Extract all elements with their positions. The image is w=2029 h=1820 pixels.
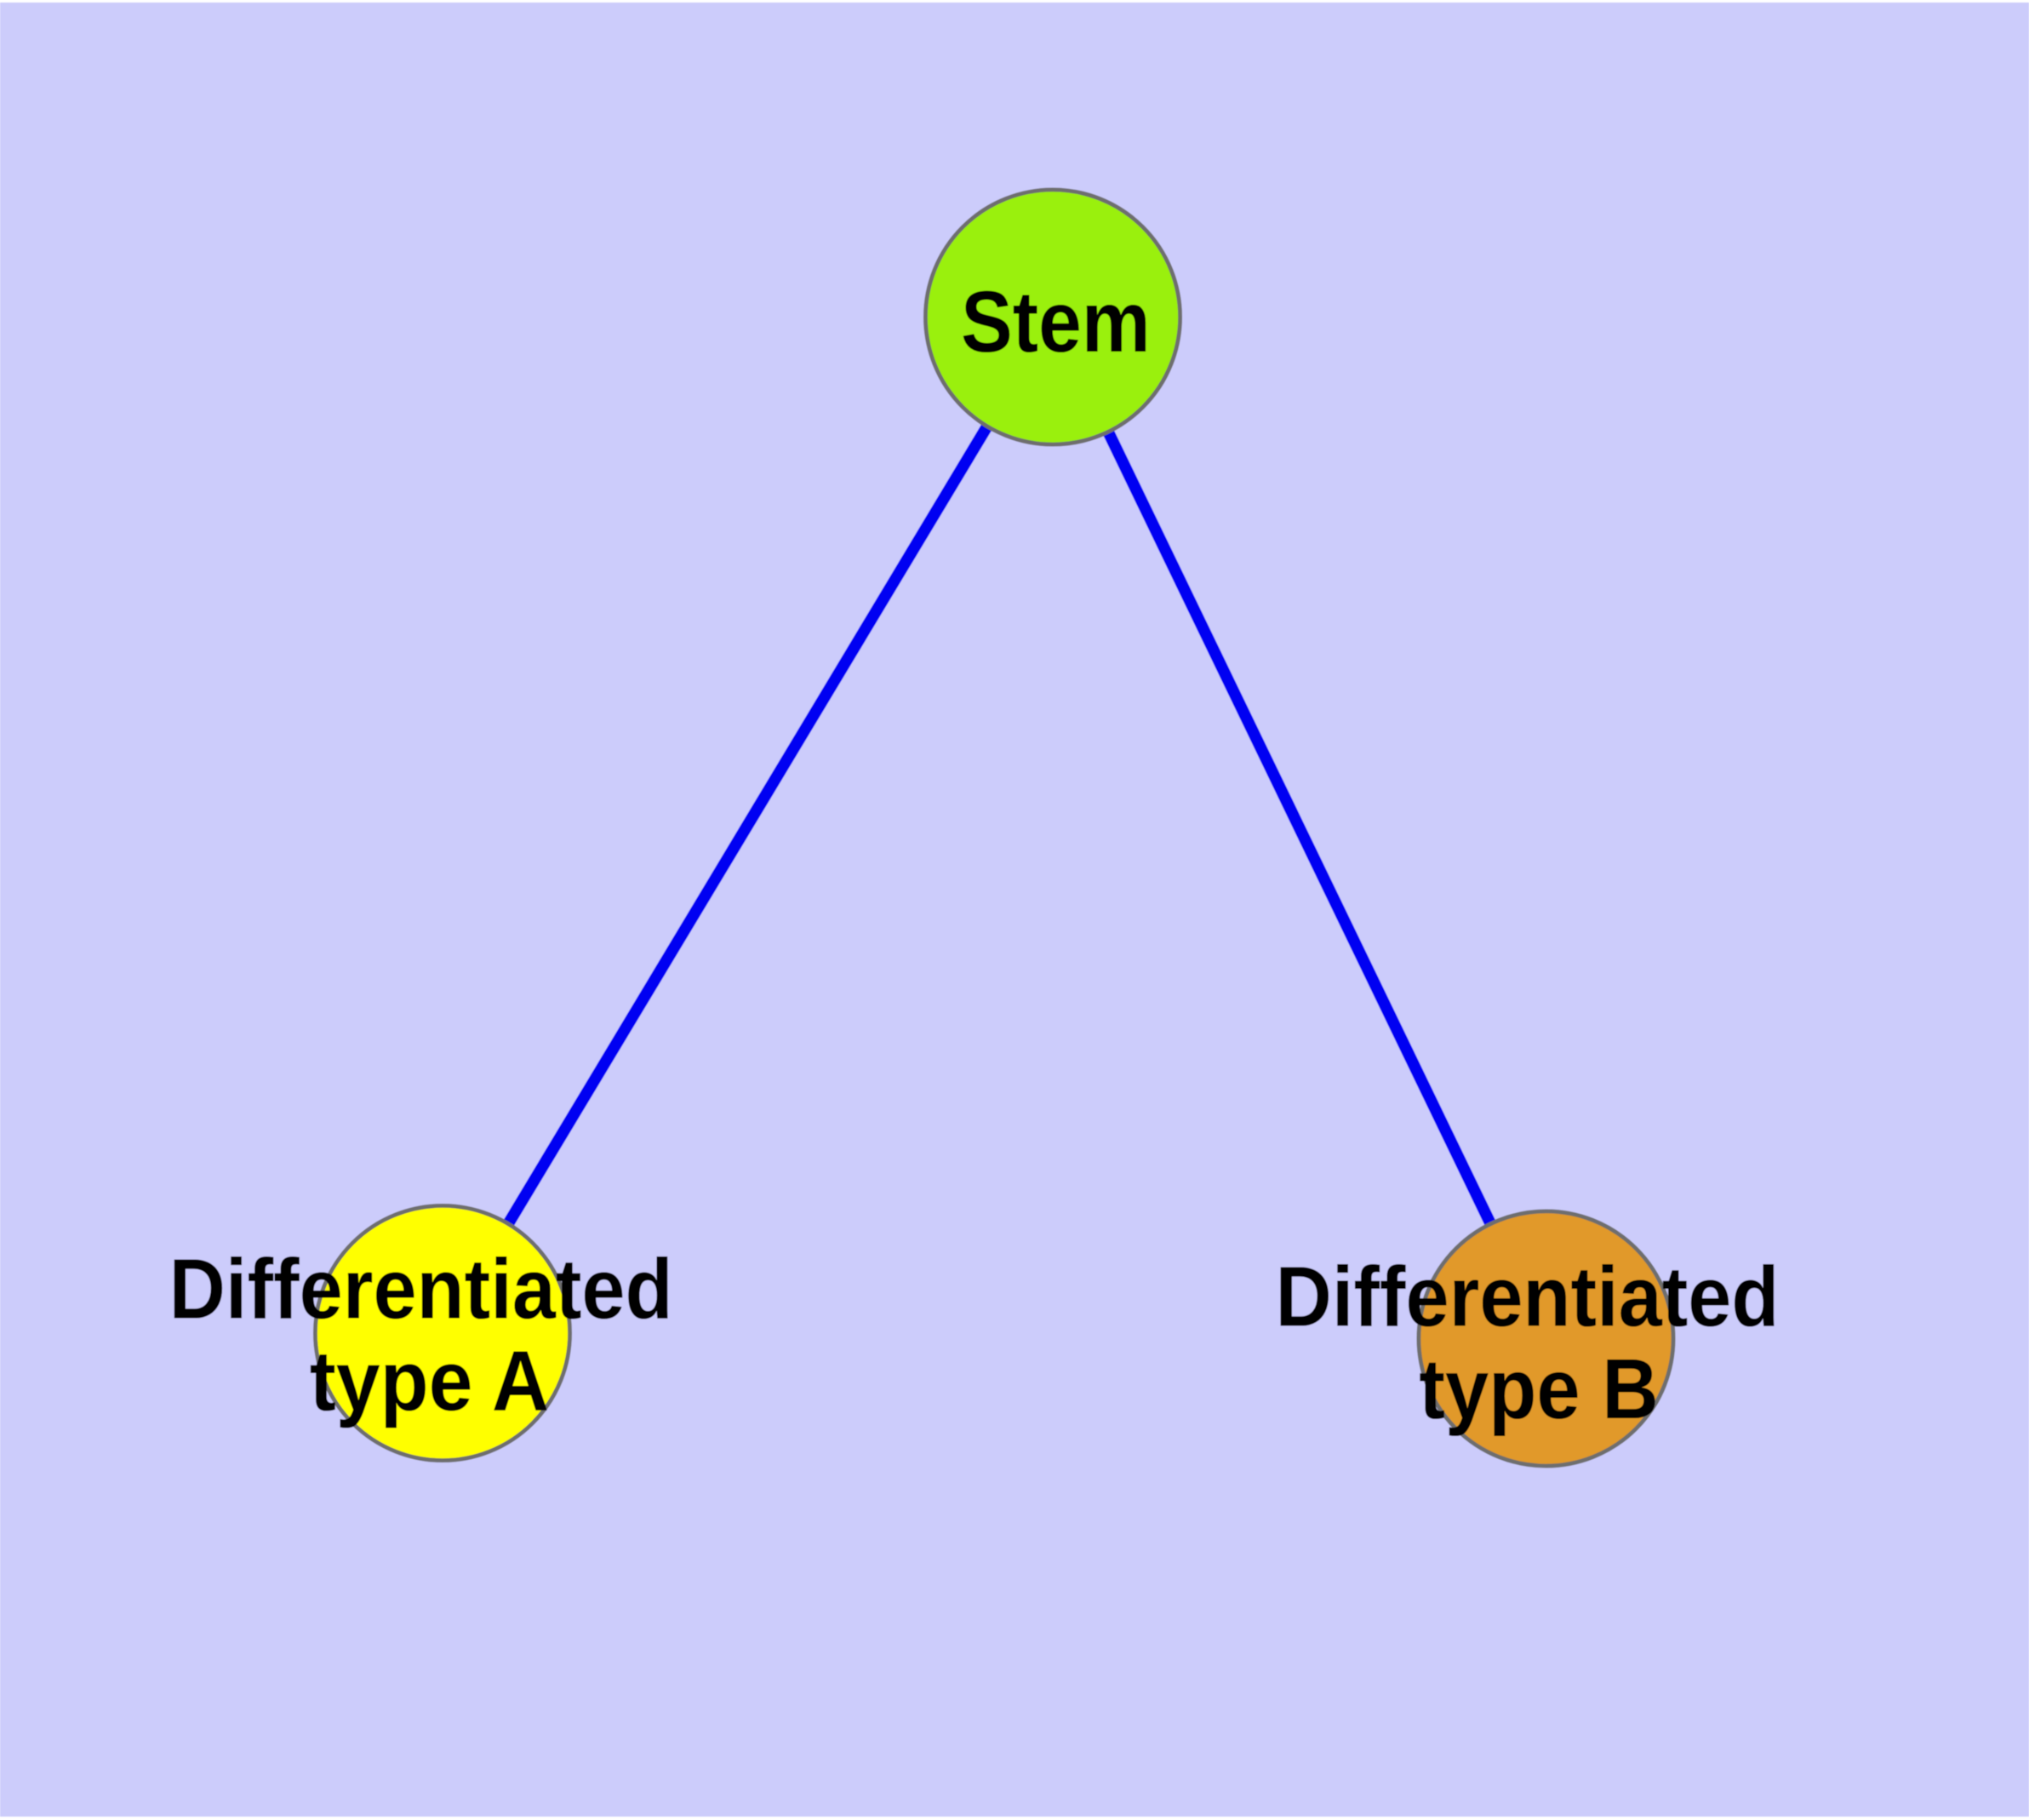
svg-text:type B: type B	[1419, 1342, 1658, 1437]
svg-text:Stem: Stem	[961, 273, 1151, 370]
svg-text:type A: type A	[310, 1334, 550, 1429]
svg-text:Differentiated: Differentiated	[169, 1242, 673, 1337]
svg-text:Differentiated: Differentiated	[1276, 1249, 1780, 1344]
